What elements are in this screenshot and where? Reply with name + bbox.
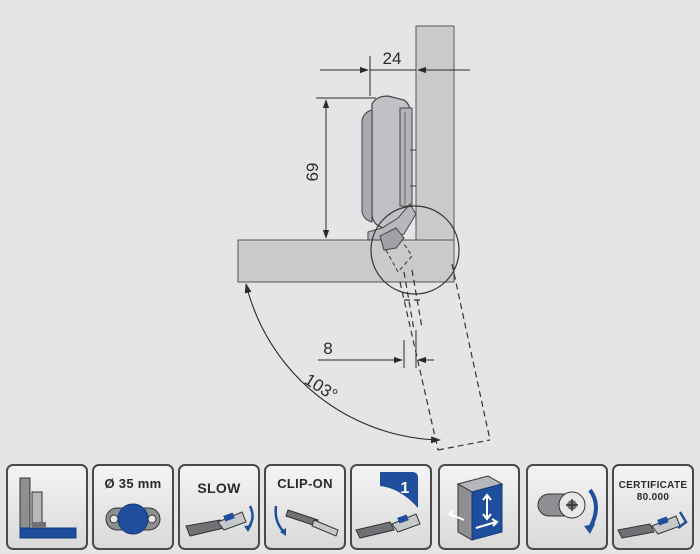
clip-on-label: CLIP-ON (277, 476, 333, 491)
hinge-cup-hidden (385, 243, 413, 273)
hinge-technical-drawing: 24 69 8 103° (237, 25, 491, 451)
feature-tile-3d (438, 464, 520, 550)
door-panel-open (399, 263, 491, 451)
cam-adjustment-icon (537, 488, 598, 534)
one-step-mounting-icon (355, 472, 421, 539)
dimension-width-label: 24 (383, 49, 402, 68)
opening-angle-arc (244, 283, 441, 444)
certificate-label: CERTIFICATE (618, 480, 688, 491)
dimension-width (320, 56, 470, 96)
certificate-cycles: 80.000 (636, 492, 670, 503)
cup-diameter-label: Ø 35 mm (104, 476, 162, 491)
dimension-offset (318, 330, 434, 368)
feature-tile-overlay (6, 464, 88, 550)
cycle-certificate-icon (617, 511, 688, 539)
3d-adjustment-icon (447, 475, 504, 541)
soft-close-icon (185, 505, 254, 537)
opening-angle-label: 103° (301, 370, 341, 405)
door-panel-closed (237, 239, 455, 283)
one-step-label: 1 (400, 480, 410, 497)
cup-diameter-icon (105, 503, 161, 535)
full-overlay-hinge-icon (19, 477, 77, 539)
dimension-height-label: 69 (303, 163, 322, 182)
hinge-arm (361, 95, 417, 251)
feature-tile-clipon: CLIP-ON (264, 464, 346, 550)
dimension-offset-label: 8 (323, 339, 332, 358)
clip-on-icon (274, 505, 339, 537)
feature-icon-bar: Ø 35 mm SLOW CLIP-ON (0, 462, 700, 554)
soft-close-label: SLOW (197, 480, 241, 496)
cabinet-side-panel (415, 25, 455, 247)
dimension-height (316, 97, 376, 239)
feature-tile-one: 1 (350, 464, 432, 550)
feature-tile-certificate: CERTIFICATE 80.000 (612, 464, 694, 550)
feature-tile-cup: Ø 35 mm (92, 464, 174, 550)
feature-tile-slow: SLOW (178, 464, 260, 550)
feature-tile-cam (526, 464, 608, 550)
